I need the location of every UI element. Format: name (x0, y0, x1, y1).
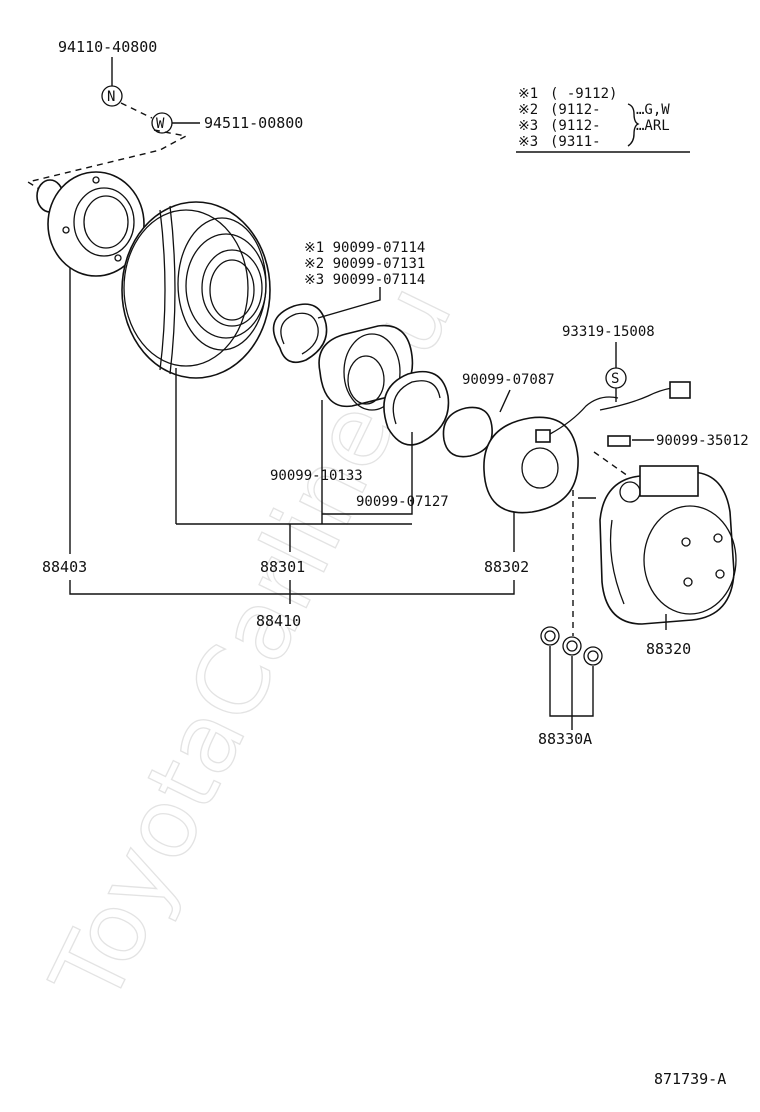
legend-mark-4: ※3 (518, 134, 538, 150)
label-93319-15008: 93319-15008 (562, 324, 655, 340)
legend-mark-1: ※1 (518, 86, 538, 102)
legend-mark-2: ※2 (518, 102, 538, 118)
label-94110-40800: 94110-40800 (58, 38, 157, 56)
leader-snap-ring (317, 287, 381, 319)
label-90099-07087: 90099-07087 (462, 372, 555, 388)
dashed-leader-connector (593, 451, 629, 477)
snap-ring-90099-07087 (442, 406, 493, 458)
leader-07087 (499, 389, 511, 413)
label-88301: 88301 (260, 558, 305, 576)
symbol-s-text: S (611, 371, 619, 387)
legend-range-4: (9311- (550, 134, 601, 150)
label-88403: 88403 (42, 558, 87, 576)
connector-plug (599, 381, 691, 447)
pulley-88301 (121, 201, 271, 379)
legend-range-2: (9112- (550, 102, 601, 118)
bracket-88330a (549, 646, 594, 730)
label-variant-1: ※1 90099-07114 (304, 240, 425, 256)
variant-legend: ※1 ( -9112) ※2 (9112- …G,W ※3 (9112- …AR… (516, 86, 690, 153)
snap-ring-variant (272, 303, 328, 364)
label-variant-2: ※2 90099-07131 (304, 256, 425, 272)
bearing-90099-10133 (318, 324, 414, 411)
label-90099-10133: 90099-10133 (270, 468, 363, 484)
legend-range-1: ( -9112) (550, 86, 617, 102)
legend-models-3: …ARL (636, 118, 670, 134)
symbol-n-text: N (107, 89, 115, 105)
field-coil-88302 (483, 396, 619, 514)
o-rings-88330a (540, 626, 603, 666)
clutch-hub-88403 (36, 171, 145, 277)
bracket-88410 (69, 580, 515, 595)
leader-07127 (322, 432, 413, 515)
label-88302: 88302 (484, 558, 529, 576)
label-88410: 88410 (256, 612, 301, 630)
label-88330A: 88330A (538, 730, 592, 748)
symbol-n-circle (101, 85, 123, 107)
legend-brace (627, 103, 640, 147)
label-94511-00800: 94511-00800 (204, 114, 303, 132)
dashed-leader-n-w (120, 102, 153, 119)
label-90099-35012: 90099-35012 (656, 433, 749, 449)
label-90099-07127: 90099-07127 (356, 494, 449, 510)
legend-range-3: (9112- (550, 118, 601, 134)
figure-code: 871739-A (654, 1070, 726, 1088)
legend-models-2: …G,W (636, 102, 670, 118)
compressor-88320 (578, 465, 737, 625)
label-variant-3: ※3 90099-07114 (304, 272, 425, 288)
legend-mark-3: ※3 (518, 118, 538, 134)
symbol-w-text: W (156, 116, 165, 132)
label-88320: 88320 (646, 640, 691, 658)
